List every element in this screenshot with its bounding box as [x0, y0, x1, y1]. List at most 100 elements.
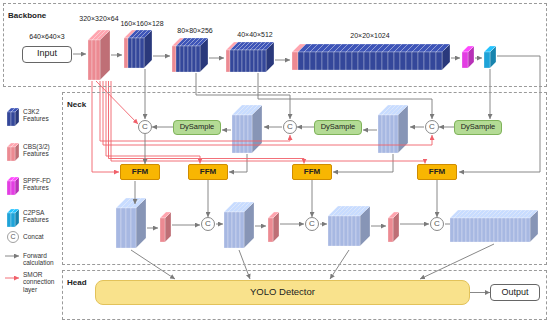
feature-slab [88, 40, 92, 80]
feature-slab [184, 46, 188, 72]
feature-slab [466, 218, 470, 242]
feature-slab [224, 212, 228, 248]
feature-slab [131, 198, 146, 208]
feature-slab [340, 216, 344, 246]
feature-slab [450, 218, 454, 242]
feature-slab [172, 46, 176, 72]
c3k2-block [124, 30, 152, 68]
feature-slab [258, 50, 262, 72]
feature-slab [340, 52, 346, 70]
forward-line [490, 69, 491, 119]
feature-slab [346, 52, 352, 70]
feature-slab [11, 108, 19, 112]
forward-line [420, 244, 494, 279]
feature-slab [454, 218, 458, 242]
forward-line [216, 224, 223, 225]
feature-slab [458, 218, 462, 242]
forward-line [320, 224, 327, 225]
neck-feature-block [450, 210, 538, 242]
feature-slab [11, 209, 19, 213]
legend-text: C3K2 Features [23, 108, 61, 123]
ffm-box: FFM [417, 164, 457, 180]
legend-swatch-shape [7, 143, 19, 161]
legend-swatch-shape [7, 209, 19, 227]
node-label: C [429, 123, 435, 131]
feature-slab [382, 52, 388, 70]
forward-line [400, 224, 429, 225]
feature-slab [96, 30, 110, 40]
feature-slab [358, 52, 364, 70]
feature-slab [160, 212, 171, 218]
feature-slab [332, 216, 336, 246]
forward-line [73, 54, 86, 55]
forward-line [153, 56, 170, 57]
feature-slab [126, 208, 131, 248]
concat-circle: C [305, 217, 319, 231]
concat-symbol-text: C [10, 233, 15, 241]
feature-slab [262, 42, 274, 50]
feature-slab [328, 216, 332, 246]
forward-line [135, 181, 136, 204]
node-label: C [434, 220, 440, 228]
smor-line [103, 81, 432, 145]
ffm-box: FFM [120, 164, 160, 180]
feature-slab [236, 212, 240, 248]
feature-slab [268, 212, 279, 218]
feature-slab [388, 52, 394, 70]
forward-line [264, 127, 282, 128]
feature-slab [128, 38, 132, 68]
connector [439, 127, 454, 128]
feature-slab [310, 52, 316, 70]
feature-slab [292, 52, 298, 70]
node-label: C [287, 123, 293, 131]
feature-slab [304, 52, 310, 70]
feature-slab [462, 52, 468, 68]
feature-slab [406, 52, 412, 70]
section-title: Backbone [4, 10, 50, 23]
feature-slab [246, 50, 250, 72]
forward-line [280, 224, 304, 225]
ffm-box: FFM [292, 164, 332, 180]
ffm-box: FFM [188, 164, 228, 180]
feature-slab [436, 44, 450, 52]
node-label: DySample [180, 123, 215, 131]
feature-slab [506, 218, 510, 242]
node-label: Output [501, 288, 528, 298]
feature-slab [390, 115, 394, 153]
node-label: YOLO Detector [250, 287, 315, 297]
node-label: C [142, 123, 148, 131]
feature-slab [424, 52, 430, 70]
dysample-box: DySample [173, 120, 221, 135]
connector [437, 180, 438, 217]
feature-slab [364, 52, 370, 70]
dimension-label: 640×640×3 [29, 33, 64, 41]
forward-line [145, 69, 146, 119]
feature-slab [328, 52, 334, 70]
legend-text: SPPF-FD Features [23, 177, 61, 192]
feature-slab [236, 115, 240, 153]
feature-slab [242, 50, 246, 72]
forward-line [255, 226, 266, 227]
dysample-box: DySample [314, 120, 362, 135]
feature-slab [96, 40, 100, 80]
section-title: Head [63, 277, 91, 290]
detector-box: YOLO Detector [95, 280, 470, 305]
feature-slab [386, 115, 390, 153]
legend-swatch-shape [7, 108, 19, 126]
forward-line [445, 224, 450, 225]
feature-slab [176, 46, 180, 72]
smor-line [111, 81, 425, 164]
concat-circle: C [138, 120, 152, 134]
feature-slab [526, 210, 538, 218]
c3k2-block [226, 42, 274, 72]
feature-slab [370, 52, 376, 70]
forward-line [229, 154, 247, 172]
concat-circle: C [201, 217, 215, 231]
smor-line [109, 81, 305, 164]
forward-line [363, 130, 377, 131]
feature-slab [348, 216, 352, 246]
feature-slab [7, 181, 11, 195]
feature-slab [240, 115, 244, 153]
